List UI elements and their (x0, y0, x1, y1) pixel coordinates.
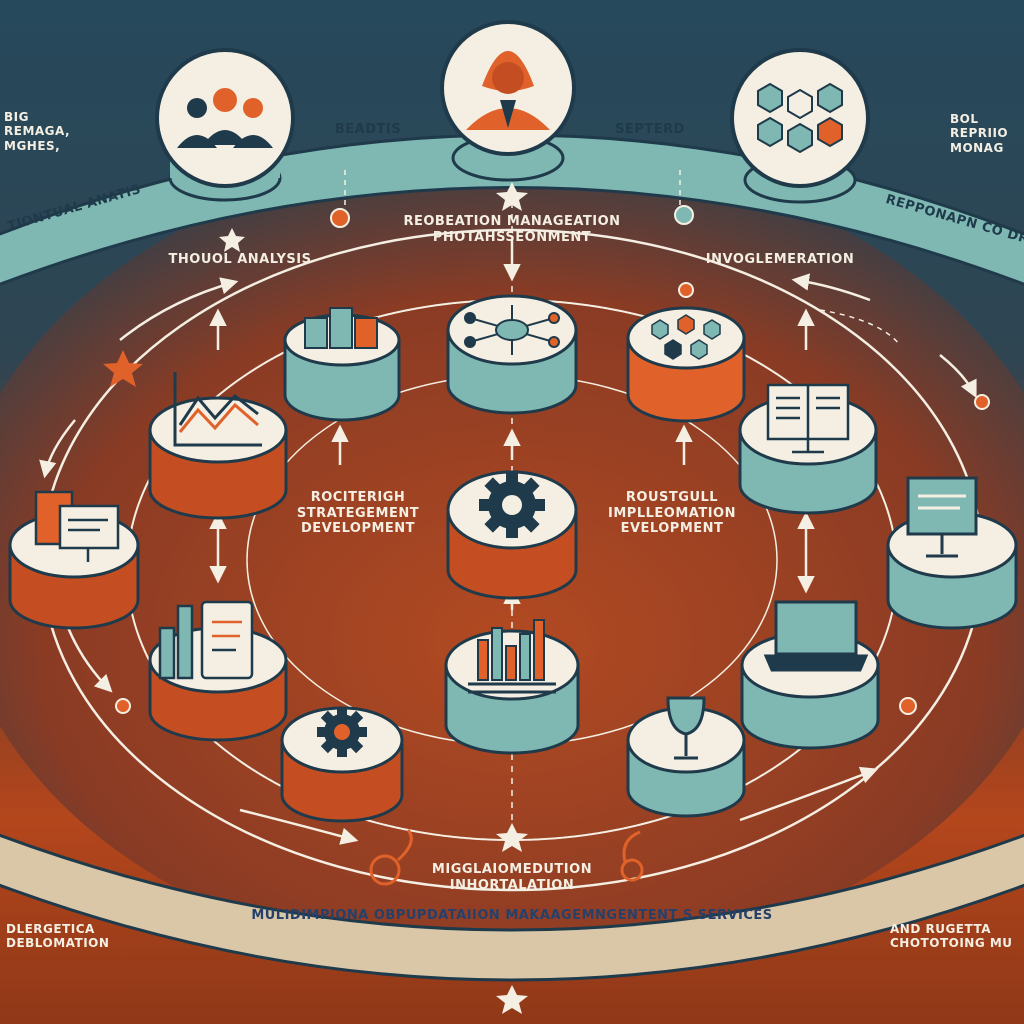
center-bottom-label: MIGGLAIOMEDUTION INHORTALATION (431, 862, 593, 893)
node-gear-small (280, 706, 404, 823)
team-icon (177, 88, 273, 148)
guide-right-curve (819, 309, 901, 346)
arrow-bottom-right (739, 766, 879, 822)
node-manager (440, 20, 576, 182)
hexagon-network-icon (757, 82, 843, 154)
star-icon (103, 350, 143, 387)
accent-markers (103, 182, 990, 1014)
monitor-icon (906, 476, 978, 558)
node-hexagons (730, 48, 870, 204)
marker-dot (974, 394, 990, 410)
node-tablet (148, 600, 288, 742)
marker-dot (899, 697, 917, 715)
arrow-left-down (39, 419, 76, 479)
arrow-right-down (939, 354, 977, 399)
edge-label-top-left: BIG REMAGA, MGHES, (4, 110, 71, 153)
star-icon (496, 182, 528, 211)
decorative-figures (369, 829, 644, 886)
node-laptop (740, 600, 880, 750)
document-monitor-icon (34, 490, 120, 562)
tablet-chart-icon (158, 600, 254, 680)
marker-dot (115, 698, 131, 714)
manager-icon (466, 51, 550, 130)
arrow-right-top (791, 273, 871, 302)
edge-label-top-right: BOL REPRIIO MONAG (950, 112, 1009, 155)
left-top-label: THOUOL ANALYSIS (168, 252, 312, 267)
marker-dot (678, 282, 694, 298)
center-top-label: REOBEATION MANAGEATION PHOTAHSSEONMENT (403, 214, 621, 245)
bottom-band-label: MULIDIMPIONA OBPUPDATAIION MAKAAGEMNGENT… (251, 908, 773, 923)
star-icon (496, 985, 528, 1014)
node-hub (446, 294, 578, 415)
edge-label-bottom-left: DLERGETICA DEBLOMATION (6, 922, 110, 951)
band-label-top-right: SEPTERD (615, 122, 685, 137)
coin-stack-icon (304, 307, 378, 349)
star-icon (496, 823, 528, 852)
node-monitor-doc (8, 490, 140, 630)
arrow-bottom-left (239, 808, 359, 845)
node-screen-right (886, 476, 1018, 630)
laptop-icon (763, 600, 869, 672)
center-left-label: ROCITERIGH STRATEGEMENT DEVELOPMENT (296, 490, 420, 537)
bar-chart-icon (468, 619, 556, 694)
two-way-arrows (209, 511, 815, 594)
node-presentation (738, 383, 878, 515)
marker-dot (330, 208, 350, 228)
edge-label-bottom-right: AND RUGETTA CHOTOTOING MU (890, 922, 1013, 951)
node-bar-chart (444, 619, 580, 755)
presentation-icon (766, 383, 850, 454)
hub-network-icon (464, 305, 560, 355)
line-chart-icon (173, 372, 262, 447)
center-right-label: ROUSTGULL IMPLLEOMATION EVELOPMENT (608, 490, 736, 537)
goblet-icon (666, 696, 706, 760)
hexagon-cluster-icon (651, 314, 721, 360)
star-icon (219, 228, 245, 252)
arrow-left-top (119, 277, 239, 341)
marker-dot (674, 205, 694, 225)
band-label-top-left: BEADTIS (334, 122, 402, 137)
node-chart (148, 372, 288, 520)
bottom-ribbon (0, 833, 1024, 982)
gear-icon (479, 472, 545, 538)
node-glass (626, 696, 746, 818)
node-team (155, 48, 295, 202)
node-coins (283, 307, 401, 422)
node-gear-center (446, 470, 578, 600)
right-top-label: INVOGLEMERATION (705, 252, 855, 267)
gear-icon (317, 707, 367, 757)
node-hex-small (626, 306, 746, 423)
